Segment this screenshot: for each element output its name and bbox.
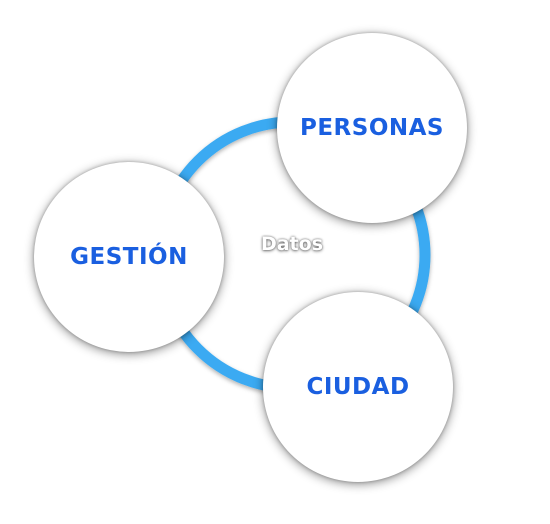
node-personas-label: PERSONAS: [299, 115, 444, 141]
center-label: Datos: [260, 233, 324, 255]
node-personas: PERSONAS: [277, 33, 467, 223]
node-gestion-label: GESTIÓN: [70, 244, 188, 270]
node-ciudad: CIUDAD: [263, 292, 453, 482]
node-ciudad-label: CIUDAD: [306, 374, 410, 400]
node-gestion: GESTIÓN: [34, 162, 224, 352]
